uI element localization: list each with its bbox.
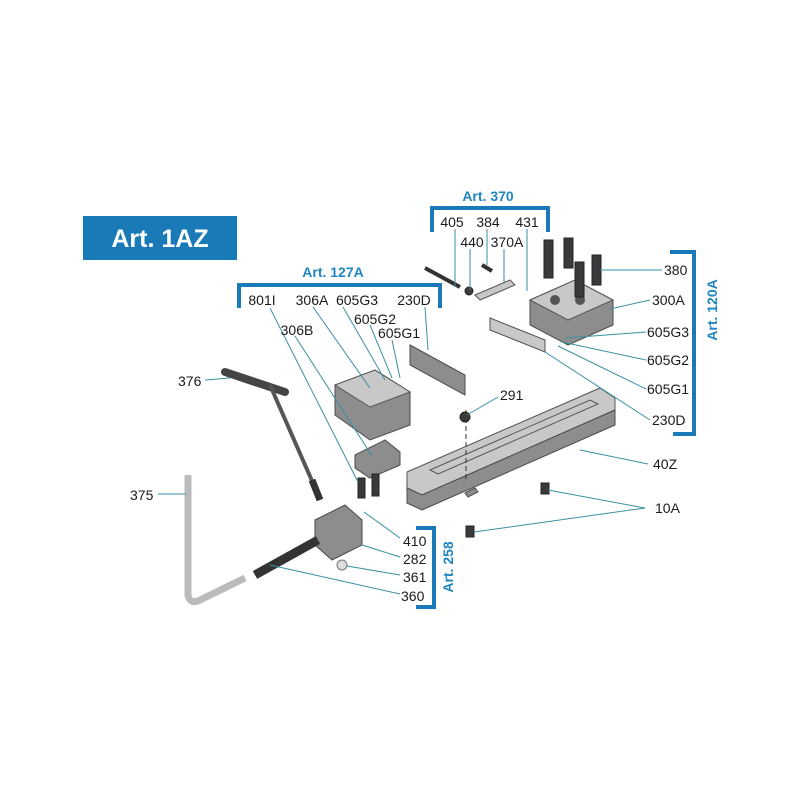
screws-380 xyxy=(543,237,602,298)
bracket-art370 xyxy=(430,206,550,232)
bracket-art258 xyxy=(416,526,436,609)
label-380: 380 xyxy=(664,262,688,278)
label-801I: 801I xyxy=(248,292,275,308)
leader-lines xyxy=(158,229,662,595)
group-label-art120A: Art. 120A xyxy=(704,279,720,340)
part-384-drawing xyxy=(480,263,494,273)
group-label-art370: Art. 370 xyxy=(462,188,514,204)
label-375: 375 xyxy=(130,487,154,503)
bracket-art127A xyxy=(237,283,442,308)
title-badge: Art. 1AZ xyxy=(83,216,237,260)
label-376: 376 xyxy=(178,373,202,389)
label-10A: 10A xyxy=(655,500,681,516)
part-291-drawing xyxy=(459,411,471,423)
label-306A: 306A xyxy=(296,292,329,308)
label-605G1-right: 605G1 xyxy=(647,381,689,397)
label-40Z: 40Z xyxy=(653,456,678,472)
label-306B: 306B xyxy=(281,322,314,338)
part-370A-drawing xyxy=(474,279,516,301)
label-605G1-left: 605G1 xyxy=(378,325,420,341)
label-282: 282 xyxy=(403,551,427,567)
label-605G3-right: 605G3 xyxy=(647,324,689,340)
bracket-art120A xyxy=(670,250,696,436)
title-background xyxy=(83,216,237,260)
label-230D-right: 230D xyxy=(652,412,685,428)
block-306A xyxy=(333,369,412,441)
group-label-art127A: Art. 127A xyxy=(302,264,363,280)
part-405-drawing xyxy=(424,266,461,289)
label-384: 384 xyxy=(476,214,500,230)
label-440: 440 xyxy=(460,234,484,250)
label-605G3-left: 605G3 xyxy=(336,292,378,308)
t-handle-376 xyxy=(221,368,324,502)
part-10A-drawing-2 xyxy=(465,525,475,538)
label-300A: 300A xyxy=(652,292,685,308)
part-10A-drawing-1 xyxy=(540,482,550,495)
label-605G2-left: 605G2 xyxy=(354,311,396,327)
base-rail-40Z xyxy=(406,387,616,511)
label-605G2-right: 605G2 xyxy=(647,352,689,368)
label-230D-left: 230D xyxy=(397,292,430,308)
title-text: Art. 1AZ xyxy=(111,225,208,253)
label-431: 431 xyxy=(515,214,539,230)
label-361: 361 xyxy=(403,569,427,585)
screws-801I xyxy=(357,477,366,499)
label-360: 360 xyxy=(401,588,425,604)
clamp-282 xyxy=(252,504,363,579)
label-291: 291 xyxy=(500,387,524,403)
l-key-375 xyxy=(184,475,247,606)
part-306B-drawing xyxy=(354,439,401,479)
label-410: 410 xyxy=(403,533,427,549)
group-label-art258: Art. 258 xyxy=(440,541,456,593)
label-405: 405 xyxy=(440,214,464,230)
label-370A: 370A xyxy=(491,234,524,250)
part-440-drawing xyxy=(464,286,474,296)
jaw-230D-left xyxy=(409,344,466,396)
